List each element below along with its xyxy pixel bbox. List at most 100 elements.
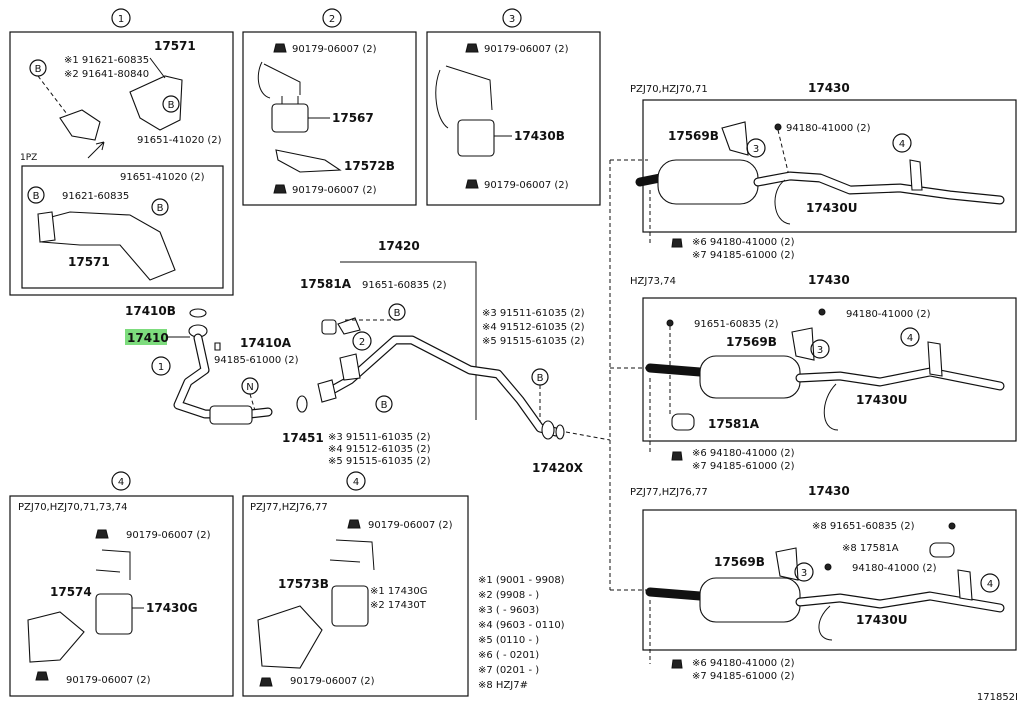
p17410-label: 17410 <box>127 331 169 345</box>
mount-17430g-shape <box>95 593 133 635</box>
right3-n7-label: ※7 94185-61000 (2) <box>692 671 795 682</box>
box4b-17573b-label: 17573B <box>278 577 329 591</box>
svg-text:3: 3 <box>817 345 823 356</box>
right2-muffler-shape <box>699 355 801 399</box>
legend-3: ※3 ( - 9603) <box>478 605 539 616</box>
right3-models-label: PZJ77,HZJ76,77 <box>630 487 708 498</box>
stud4-label: ※4 91512-61035 (2) <box>328 444 431 455</box>
rstud4-label: ※4 91512-61035 (2) <box>482 322 585 333</box>
right1-n6-label: ※6 94180-41000 (2) <box>692 237 795 248</box>
mount-17567-shape <box>271 103 309 133</box>
box-4b: PZJ77,HZJ76,77 90179-06007 (2) 17573B ※1… <box>250 502 453 687</box>
svg-text:4: 4 <box>353 477 359 488</box>
section-4a-header: 4 <box>111 471 131 491</box>
right1-assembly: 17569B 3 94180-41000 (2) 4 17430U ※6 941… <box>635 121 1005 261</box>
svg-text:2: 2 <box>329 14 335 25</box>
box-3-frame <box>426 31 601 206</box>
legend-1: ※1 (9001 - 9908) <box>478 575 565 586</box>
svg-text:3: 3 <box>801 568 807 579</box>
svg-text:B: B <box>33 191 40 202</box>
right1-frame <box>642 99 1017 233</box>
right3-17430-label: 17430 <box>808 484 850 498</box>
figure-id: 171852I <box>977 692 1018 703</box>
box3-nut-top-label: 90179-06007 (2) <box>484 44 569 55</box>
svg-text:3: 3 <box>509 14 515 25</box>
bracket-17573b-shape <box>257 605 323 669</box>
right2-n6-label: ※6 94180-41000 (2) <box>692 448 795 459</box>
box-1: B ※1 91621-60835 ※2 91641-80840 17571 B … <box>20 39 224 289</box>
legend-8: ※8 HZJ7# <box>478 680 528 691</box>
box-4a: PZJ70,HZJ70,71,73,74 90179-06007 (2) 174… <box>18 502 211 686</box>
svg-text:4: 4 <box>907 333 913 344</box>
svg-text:4: 4 <box>899 139 905 150</box>
box4a-17430g-label: 17430G <box>146 601 198 615</box>
section-3-header: 3 <box>502 8 522 28</box>
svg-text:B: B <box>168 100 175 111</box>
right3-frame <box>642 509 1017 651</box>
sub-bolt-label: 91651-41020 (2) <box>120 172 205 183</box>
right2-n7-label: ※7 94185-61000 (2) <box>692 461 795 472</box>
right2-bolt-left-label: 91651-60835 (2) <box>694 319 779 330</box>
mount-17567-label: 17567 <box>332 111 374 125</box>
box4a-nut-bottom-label: 90179-06007 (2) <box>66 675 151 686</box>
p17581a-label: 17581A <box>300 277 352 291</box>
p17420x-label: 17420X <box>532 461 584 475</box>
right1-bolt-label: 94180-41000 (2) <box>786 123 871 134</box>
box-3: 90179-06007 (2) 17430B 90179-06007 (2) <box>435 43 569 191</box>
box4a-models-label: PZJ70,HZJ70,71,73,74 <box>18 502 128 513</box>
mount-17430g-t-shape <box>331 585 369 627</box>
main-assembly: 17420 17581A 91651-60835 (2) B 2 17410B … <box>125 239 611 475</box>
note-2-label: ※2 91641-80840 <box>64 69 149 80</box>
sub-17571-label: 17571 <box>68 255 110 269</box>
box-2-frame <box>242 31 417 206</box>
note-1-label: ※1 91621-60835 <box>64 55 149 66</box>
box2-nut-top-label: 90179-06007 (2) <box>292 44 377 55</box>
p17410a-label: 17410A <box>240 336 292 350</box>
right2-17430-label: 17430 <box>808 273 850 287</box>
svg-text:B: B <box>394 308 401 319</box>
right3-n8b-label: ※8 17581A <box>842 543 899 554</box>
p17410-highlight <box>125 329 167 345</box>
sub-1pz-frame <box>21 165 224 289</box>
right1-muffler-shape <box>657 159 759 205</box>
sub-1pz-label: 1PZ <box>20 153 37 163</box>
bolt-91651-label: 91651-41020 (2) <box>137 135 222 146</box>
box2-nut-bottom-label: 90179-06007 (2) <box>292 185 377 196</box>
svg-text:2: 2 <box>359 337 365 348</box>
svg-text:B: B <box>537 373 544 384</box>
box4b-nut-bottom-label: 90179-06007 (2) <box>290 676 375 687</box>
right3-bolt-label: 94180-41000 (2) <box>852 563 937 574</box>
box4b-nut-top-label: 90179-06007 (2) <box>368 520 453 531</box>
box4b-n1-label: ※1 17430G <box>370 586 427 597</box>
svg-text:B: B <box>35 64 42 75</box>
box-4b-frame <box>242 495 469 697</box>
right1-17430u-label: 17430U <box>806 201 858 215</box>
right1-17569b-label: 17569B <box>668 129 719 143</box>
legend-4: ※4 (9603 - 0110) <box>478 620 565 631</box>
box4b-n2-label: ※2 17430T <box>370 600 427 611</box>
right2-assembly: 94180-41000 (2) 91651-60835 (2) 17569B 3… <box>645 308 1005 472</box>
connector-lines <box>609 159 648 591</box>
stud5-label: ※5 91515-61035 (2) <box>328 456 431 467</box>
mount-17430b-label: 17430B <box>514 129 565 143</box>
box3-nut-bottom-label: 90179-06007 (2) <box>484 180 569 191</box>
pipe-17420-label: 17420 <box>378 239 420 253</box>
right2-17569b-label: 17569B <box>726 335 777 349</box>
box-2: 90179-06007 (2) 17567 17572B 90179-06007… <box>257 43 395 196</box>
right2-bolt-top-label: 94180-41000 (2) <box>846 309 931 320</box>
p17451-label: 17451 <box>282 431 324 445</box>
right1-17430-label: 17430 <box>808 81 850 95</box>
legend-2: ※2 (9908 - ) <box>478 590 539 601</box>
svg-text:4: 4 <box>118 477 124 488</box>
right3-n6-label: ※6 94180-41000 (2) <box>692 658 795 669</box>
rstud3-label: ※3 91511-61035 (2) <box>482 308 585 319</box>
right2-models-label: HZJ73,74 <box>630 276 676 287</box>
right3-17430u-label: 17430U <box>856 613 908 627</box>
box-1-frame <box>9 31 234 296</box>
bracket-17572b-shape <box>275 149 342 173</box>
box4b-models-label: PZJ77,HZJ76,77 <box>250 502 328 513</box>
part-17571-label: 17571 <box>154 39 196 53</box>
box-4a-frame <box>9 495 234 697</box>
legend: ※1 (9001 - 9908) ※2 (9908 - ) ※3 ( - 960… <box>478 575 565 691</box>
